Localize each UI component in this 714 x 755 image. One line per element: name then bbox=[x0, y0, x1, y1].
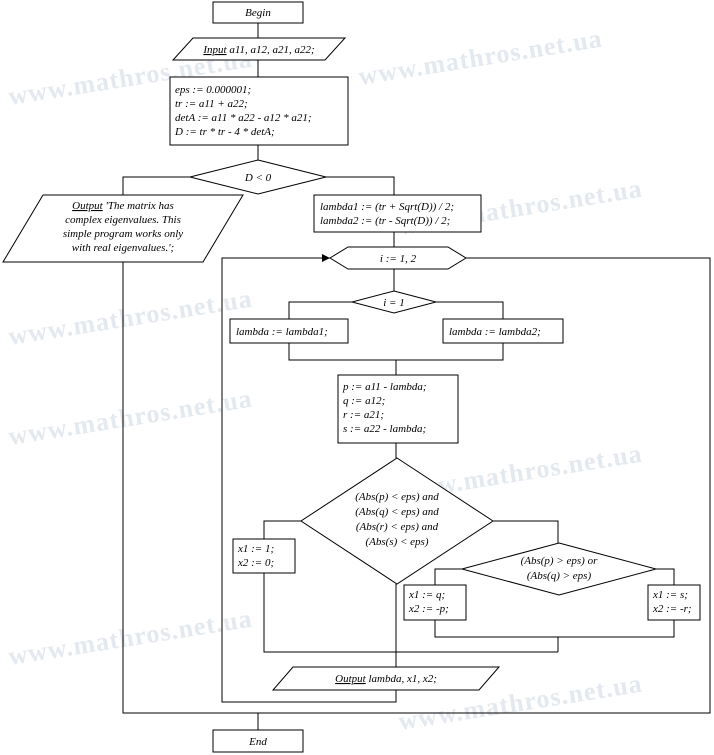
loop-block: i := 1, 2 bbox=[329, 246, 467, 270]
decision-d-label: D < 0 bbox=[244, 172, 272, 184]
pqrs-process-block: p := a11 - lambda; q := a12; r := a21; s… bbox=[337, 374, 459, 444]
assign-lambda2-text: lambda := lambda2; bbox=[449, 326, 541, 338]
init-process-block: eps := 0.000001; tr := a11 + a22; detA :… bbox=[169, 76, 349, 146]
decision-p-or-q-large: (Abs(p) > eps) or (Abs(q) > eps) bbox=[460, 542, 658, 596]
connector-lines bbox=[122, 23, 711, 730]
end-terminator: End bbox=[212, 729, 304, 753]
watermark-text: www.mathros.net.ua bbox=[356, 24, 604, 91]
assign-x-s-block: x1 := s; x2 := -r; bbox=[647, 584, 701, 621]
pqrs-line: s := a22 - lambda; bbox=[343, 423, 426, 435]
init-line: detA := a11 * a22 - a12 * a21; bbox=[175, 112, 312, 124]
begin-label: Begin bbox=[245, 7, 271, 19]
output-final-text: Output lambda, x1, x2; bbox=[335, 673, 437, 685]
input-text: Input a11, a12, a21, a22; bbox=[202, 44, 314, 56]
input-block: Input a11, a12, a21, a22; bbox=[171, 37, 347, 61]
input-params: a11, a12, a21, a22; bbox=[229, 44, 314, 56]
watermark-text: www.mathros.net.ua bbox=[6, 284, 254, 351]
assign-x-q-block: x1 := q; x2 := -p; bbox=[403, 584, 467, 621]
init-line: eps := 0.000001; bbox=[175, 84, 251, 96]
decision-all-small-line: (Abs(p) < eps) and bbox=[355, 491, 439, 503]
begin-terminator: Begin bbox=[212, 1, 304, 24]
decision-all-small-line: (Abs(q) < eps) and bbox=[355, 506, 439, 518]
decision-all-small-line: (Abs(r) < eps) and bbox=[356, 521, 439, 533]
end-label: End bbox=[248, 736, 267, 748]
watermark-text: www.mathros.net.ua bbox=[6, 604, 254, 671]
output-complex-keyword: Output bbox=[72, 200, 104, 212]
output-final-block: Output lambda, x1, x2; bbox=[271, 666, 501, 691]
assign-xs-line: x1 := s; bbox=[652, 589, 688, 601]
decision-i-label: i = 1 bbox=[383, 297, 404, 309]
lambda2-line: lambda2 := (tr - Sqrt(D)) / 2; bbox=[320, 215, 450, 227]
output-complex-line: with real eigenvalues.'; bbox=[72, 242, 174, 254]
lambdas-process-block: lambda1 := (tr + Sqrt(D)) / 2; lambda2 :… bbox=[313, 194, 482, 233]
assign-xq-line: x1 := q; bbox=[408, 589, 445, 601]
output-complex-line1: Output 'The matrix has bbox=[72, 200, 174, 212]
output-complex-block: Output 'The matrix has complex eigenvalu… bbox=[2, 194, 244, 263]
output-complex-line: complex eigenvalues. This bbox=[65, 214, 181, 226]
assign-x-line: x2 := 0; bbox=[237, 557, 274, 569]
input-keyword: Input bbox=[202, 44, 227, 56]
pqrs-line: p := a11 - lambda; bbox=[342, 381, 427, 393]
pqrs-line: r := a21; bbox=[343, 409, 384, 421]
assign-lambda2-block: lambda := lambda2; bbox=[442, 318, 564, 344]
decision-i-equals-1: i = 1 bbox=[350, 290, 438, 314]
init-line: tr := a11 + a22; bbox=[175, 98, 248, 110]
assign-lambda1-text: lambda := lambda1; bbox=[236, 326, 328, 338]
decision-p-or-q-line: (Abs(q) > eps) bbox=[527, 570, 592, 582]
assign-xs-line: x2 := -r; bbox=[652, 603, 692, 615]
output-final-params: lambda, x1, x2; bbox=[368, 673, 436, 685]
assign-lambda1-block: lambda := lambda1; bbox=[229, 318, 349, 344]
decision-all-small: (Abs(p) < eps) and (Abs(q) < eps) and (A… bbox=[300, 457, 494, 585]
init-line: D := tr * tr - 4 * detA; bbox=[174, 126, 275, 138]
loop-label: i := 1, 2 bbox=[380, 253, 417, 265]
pqrs-line: q := a12; bbox=[343, 395, 385, 407]
output-complex-line: simple program works only bbox=[63, 228, 183, 240]
lambda1-line: lambda1 := (tr + Sqrt(D)) / 2; bbox=[320, 201, 454, 213]
decision-all-small-line: (Abs(s) < eps) bbox=[365, 536, 428, 548]
assign-xq-line: x2 := -p; bbox=[408, 603, 449, 615]
watermark-text: www.mathros.net.ua bbox=[6, 384, 254, 451]
decision-d-negative: D < 0 bbox=[189, 159, 327, 195]
output-final-keyword: Output bbox=[335, 673, 367, 685]
decision-p-or-q-line: (Abs(p) > eps) or bbox=[521, 555, 598, 567]
assign-x-1-0-block: x1 := 1; x2 := 0; bbox=[232, 538, 296, 574]
assign-x-line: x1 := 1; bbox=[237, 543, 274, 555]
